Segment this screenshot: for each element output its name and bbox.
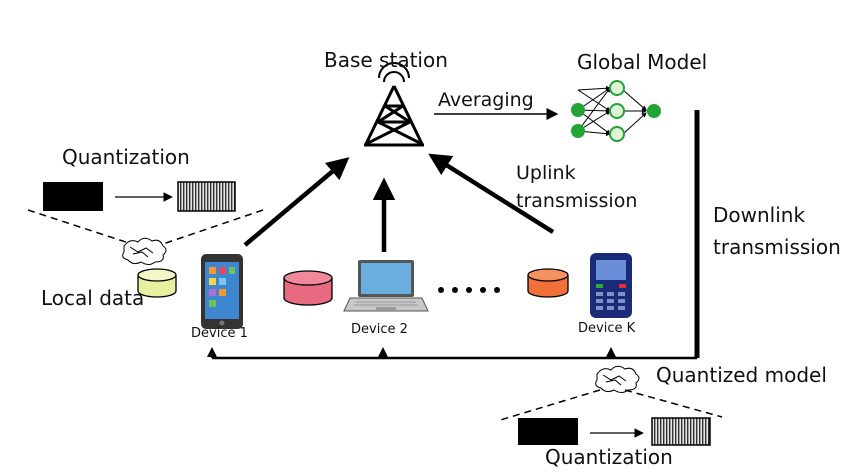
laptop-icon (343, 260, 429, 312)
uplink-arrows (243, 153, 555, 252)
uplink-label-line1: Uplink (516, 162, 576, 184)
model-blob-icon-bottom (595, 365, 640, 393)
base-station-label: Base station (324, 48, 448, 72)
downlink-path (207, 110, 700, 360)
device-2-label: Device 2 (351, 322, 408, 337)
tower-icon (364, 62, 424, 147)
local-data-label: Local data (41, 286, 145, 310)
device-k-label: Device K (578, 321, 636, 336)
database-icon-yellow (137, 268, 177, 298)
downlink-label-line1: Downlink (713, 203, 806, 227)
database-icon-orange (527, 268, 569, 298)
quantization-block-bottom (496, 389, 723, 446)
device-1-label: Device 1 (191, 326, 248, 341)
database-icon-pink (283, 270, 333, 306)
uplink-label-line2: transmission (516, 190, 638, 212)
neural-network-icon (571, 80, 661, 142)
ellipsis-dots (438, 287, 500, 293)
quantization-label-bottom: Quantization (545, 445, 673, 469)
feature-phone-icon (590, 253, 632, 318)
quantization-block-top (27, 181, 264, 247)
downlink-label-line2: transmission (713, 235, 841, 259)
averaging-label: Averaging (438, 89, 534, 111)
model-blob-icon (122, 237, 167, 265)
quantized-model-label: Quantized model (656, 363, 827, 387)
quantization-label-top: Quantization (62, 145, 190, 169)
global-model-label: Global Model (577, 50, 708, 74)
smartphone-icon (201, 254, 243, 329)
